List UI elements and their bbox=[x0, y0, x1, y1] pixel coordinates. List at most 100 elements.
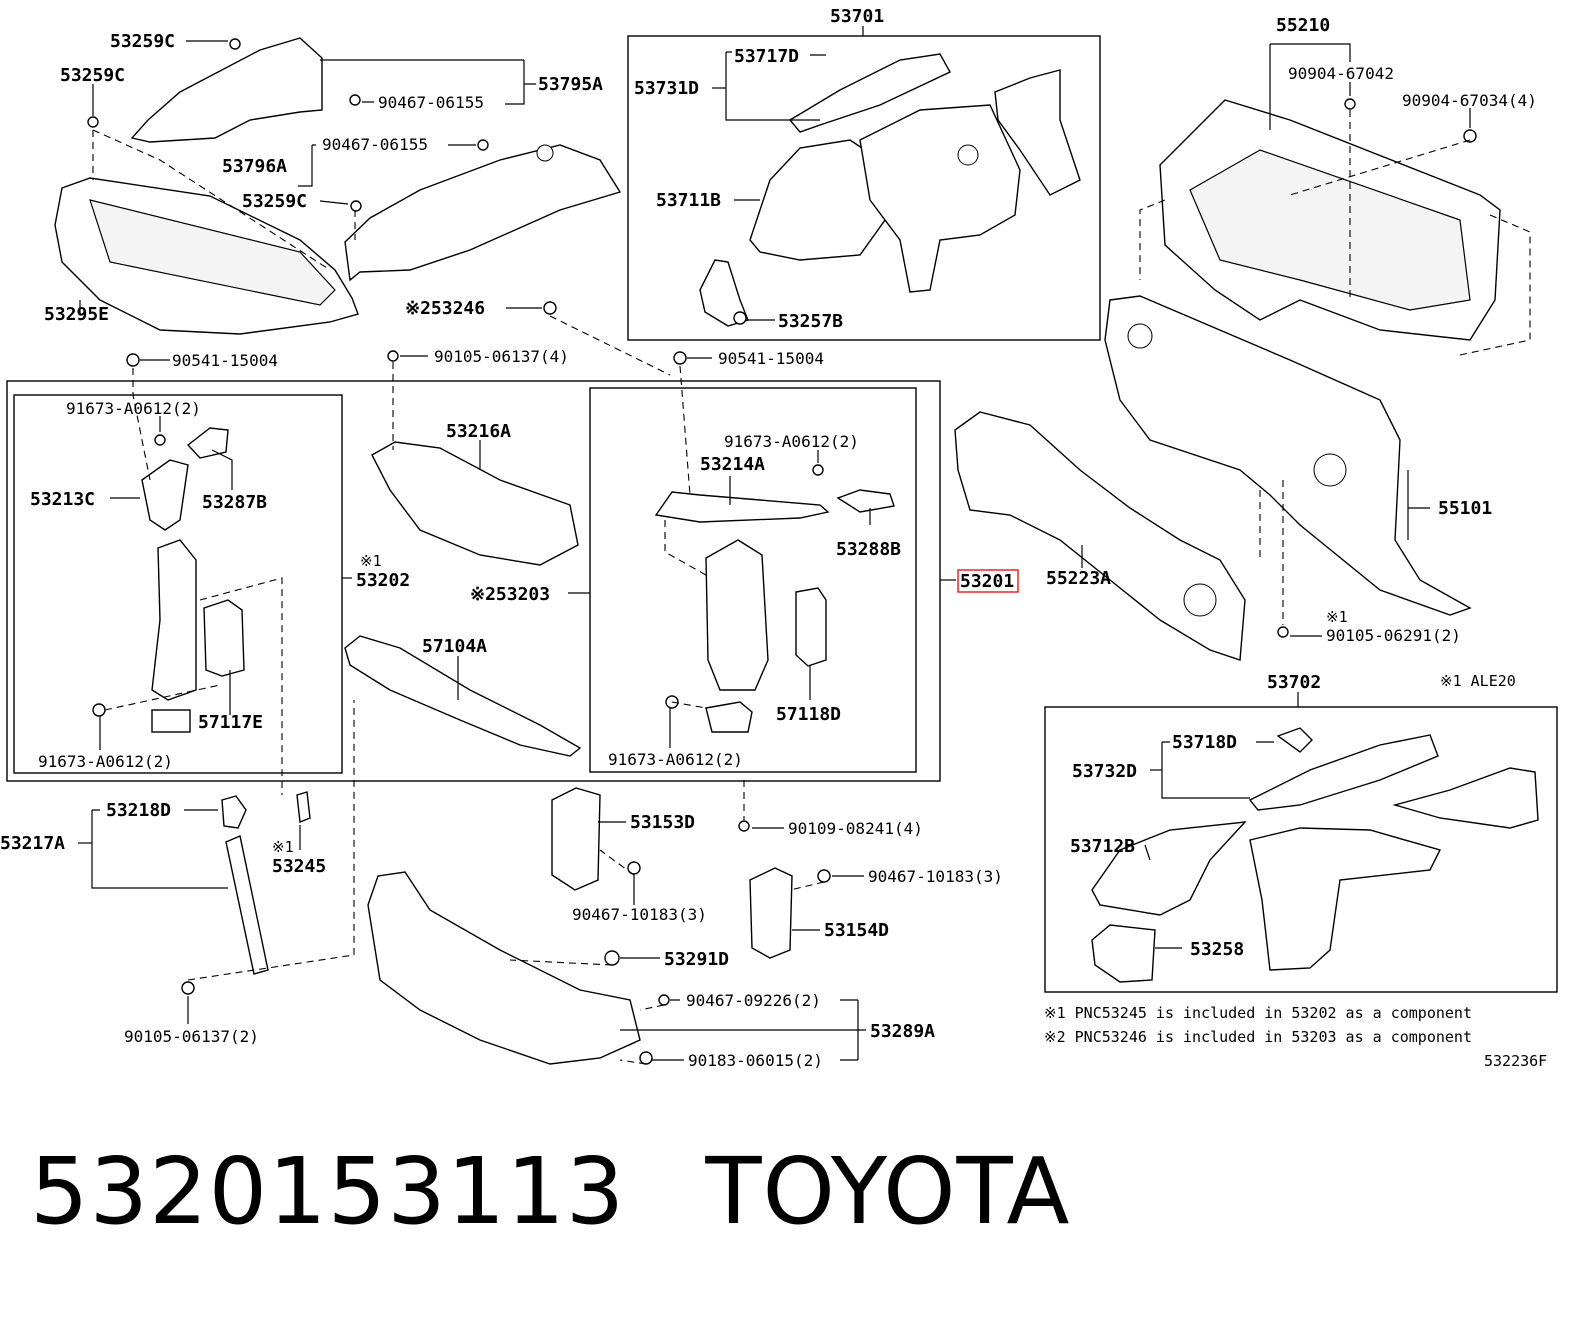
part-55223a-hole bbox=[1183, 583, 1217, 617]
label-53203: ※253203 bbox=[470, 584, 550, 605]
label-90105-06137-4: 90105-06137(4) bbox=[434, 347, 569, 366]
label-90105-06291: 90105-06291(2) bbox=[1326, 626, 1461, 645]
label-53732d: 53732D bbox=[1072, 761, 1137, 782]
label-90109-08241: 90109-08241(4) bbox=[788, 819, 923, 838]
diagram-code: 532236F bbox=[1484, 1052, 1547, 1070]
label-53216a: 53216A bbox=[446, 421, 511, 442]
label-53711b: 53711B bbox=[656, 190, 721, 211]
label-90904-67042: 90904-67042 bbox=[1288, 64, 1394, 83]
label-55223a: 55223A bbox=[1046, 568, 1111, 589]
part-55210-inner bbox=[1189, 149, 1471, 311]
label-53701: 53701 bbox=[830, 6, 884, 27]
mark-1-53202: ※1 bbox=[360, 552, 382, 570]
part-number: 5320153113 bbox=[30, 1138, 626, 1245]
label-53287b: 53287B bbox=[202, 492, 267, 513]
part-53701-side-shape bbox=[994, 69, 1081, 196]
label-53217a: 53217A bbox=[0, 833, 65, 854]
part-53796a-hole bbox=[536, 144, 554, 162]
group-frame-53702 bbox=[1044, 706, 1558, 993]
label-90467-06155-b: 90467-06155 bbox=[322, 135, 428, 154]
label-53259c-b: 53259C bbox=[60, 65, 125, 86]
label-57104a: 57104A bbox=[422, 636, 487, 657]
part-caption: 5320153113 TOYOTA bbox=[30, 1138, 1071, 1245]
label-53796a: 53796A bbox=[222, 156, 287, 177]
part-53216a-shape bbox=[371, 441, 579, 566]
label-53291d: 53291D bbox=[664, 949, 729, 970]
part-53795a-shape bbox=[130, 37, 323, 143]
part-53257b-shape bbox=[699, 259, 749, 327]
part-53796a-shape bbox=[344, 144, 622, 282]
part-53287b-shape bbox=[186, 427, 229, 459]
part-53154d-shape bbox=[749, 867, 793, 959]
brand-name: TOYOTA bbox=[705, 1138, 1071, 1245]
part-53214a-shape bbox=[654, 491, 830, 523]
mark-1-53245: ※1 bbox=[272, 838, 294, 856]
part-53218d-shape bbox=[221, 795, 247, 829]
label-53259c-a: 53259C bbox=[110, 31, 175, 52]
part-55101-hole-a bbox=[1127, 323, 1153, 349]
label-53259c-c: 53259C bbox=[242, 191, 307, 212]
part-55101-hole-b bbox=[1313, 453, 1347, 487]
label-53154d: 53154D bbox=[824, 920, 889, 941]
part-53718d-shape bbox=[1276, 727, 1313, 753]
label-90467-06155-a: 90467-06155 bbox=[378, 93, 484, 112]
label-90541-15004-a: 90541-15004 bbox=[172, 351, 278, 370]
part-57104a-shape bbox=[344, 635, 582, 757]
part-53245-shape bbox=[296, 791, 311, 823]
part-53295e-inner bbox=[89, 199, 336, 306]
part-53213c-shape bbox=[141, 459, 189, 531]
part-53203-pillar-shape bbox=[705, 539, 769, 691]
part-53701-hole bbox=[957, 144, 979, 166]
label-53295e: 53295E bbox=[44, 304, 109, 325]
label-53257b: 53257B bbox=[778, 311, 843, 332]
label-53702: 53702 bbox=[1267, 672, 1321, 693]
label-53203-number: 53203 bbox=[496, 584, 550, 605]
label-53153d: 53153D bbox=[630, 812, 695, 833]
label-53201: 53201 bbox=[960, 571, 1014, 592]
label-53795a: 53795A bbox=[538, 74, 603, 95]
part-53717d-shape bbox=[788, 53, 951, 133]
footnote-1: ※1 PNC53245 is included in 53202 as a co… bbox=[1044, 1004, 1472, 1022]
label-91673-a0612-b: 91673-A0612(2) bbox=[724, 432, 859, 451]
label-53218d: 53218D bbox=[106, 800, 171, 821]
mark-2-53203: ※2 bbox=[470, 584, 496, 605]
group-frame-53701 bbox=[627, 35, 1101, 341]
label-ale20: ※1 ALE20 bbox=[1440, 672, 1516, 690]
label-55210: 55210 bbox=[1276, 15, 1330, 36]
part-55101-shape bbox=[1104, 295, 1472, 616]
part-55223a-shape bbox=[954, 411, 1246, 661]
label-53712b: 53712B bbox=[1070, 836, 1135, 857]
label-91673-a0612-c: 91673-A0612(2) bbox=[38, 752, 173, 771]
group-frame-53201 bbox=[6, 380, 941, 782]
label-90183-06015: 90183-06015(2) bbox=[688, 1051, 823, 1070]
label-53731d: 53731D bbox=[634, 78, 699, 99]
label-53288b: 53288B bbox=[836, 539, 901, 560]
part-53702-apron-shape bbox=[1249, 827, 1442, 971]
part-53217a-shape bbox=[225, 835, 269, 975]
parts-diagram: 53259C 53259C 53795A 90467-06155 90467-0… bbox=[0, 6, 1558, 1070]
part-53732d-shape bbox=[1248, 734, 1439, 811]
label-91673-a0612-a: 91673-A0612(2) bbox=[66, 399, 201, 418]
group-frame-53203 bbox=[589, 387, 917, 773]
label-57118d: 57118D bbox=[776, 704, 841, 725]
leader-lines bbox=[78, 26, 1471, 1061]
part-53258-shape bbox=[1091, 924, 1156, 983]
part-53712b-shape bbox=[1091, 821, 1247, 916]
part-53289a-shape bbox=[367, 871, 641, 1065]
part-53203-bracket bbox=[705, 701, 753, 733]
dashed-assembly-lines bbox=[92, 110, 1531, 1065]
label-90467-10183-b: 90467-10183(3) bbox=[572, 905, 707, 924]
part-53288b-shape bbox=[836, 489, 895, 513]
label-90467-09226: 90467-09226(2) bbox=[686, 991, 821, 1010]
label-90541-15004-b: 90541-15004 bbox=[718, 349, 824, 368]
part-53701-apron-shape bbox=[859, 104, 1021, 293]
footnote-2: ※2 PNC53246 is included in 53203 as a co… bbox=[1044, 1028, 1472, 1046]
part-57117e-bracket bbox=[151, 709, 191, 733]
part-53153d-shape bbox=[551, 787, 601, 891]
label-53202: 53202 bbox=[356, 570, 410, 591]
label-91673-a0612-d: 91673-A0612(2) bbox=[608, 750, 743, 769]
label-57117e: 57117E bbox=[198, 712, 263, 733]
part-53202-pillar-shape bbox=[151, 539, 197, 701]
label-53289a: 53289A bbox=[870, 1021, 935, 1042]
label-90467-10183-a: 90467-10183(3) bbox=[868, 867, 1003, 886]
